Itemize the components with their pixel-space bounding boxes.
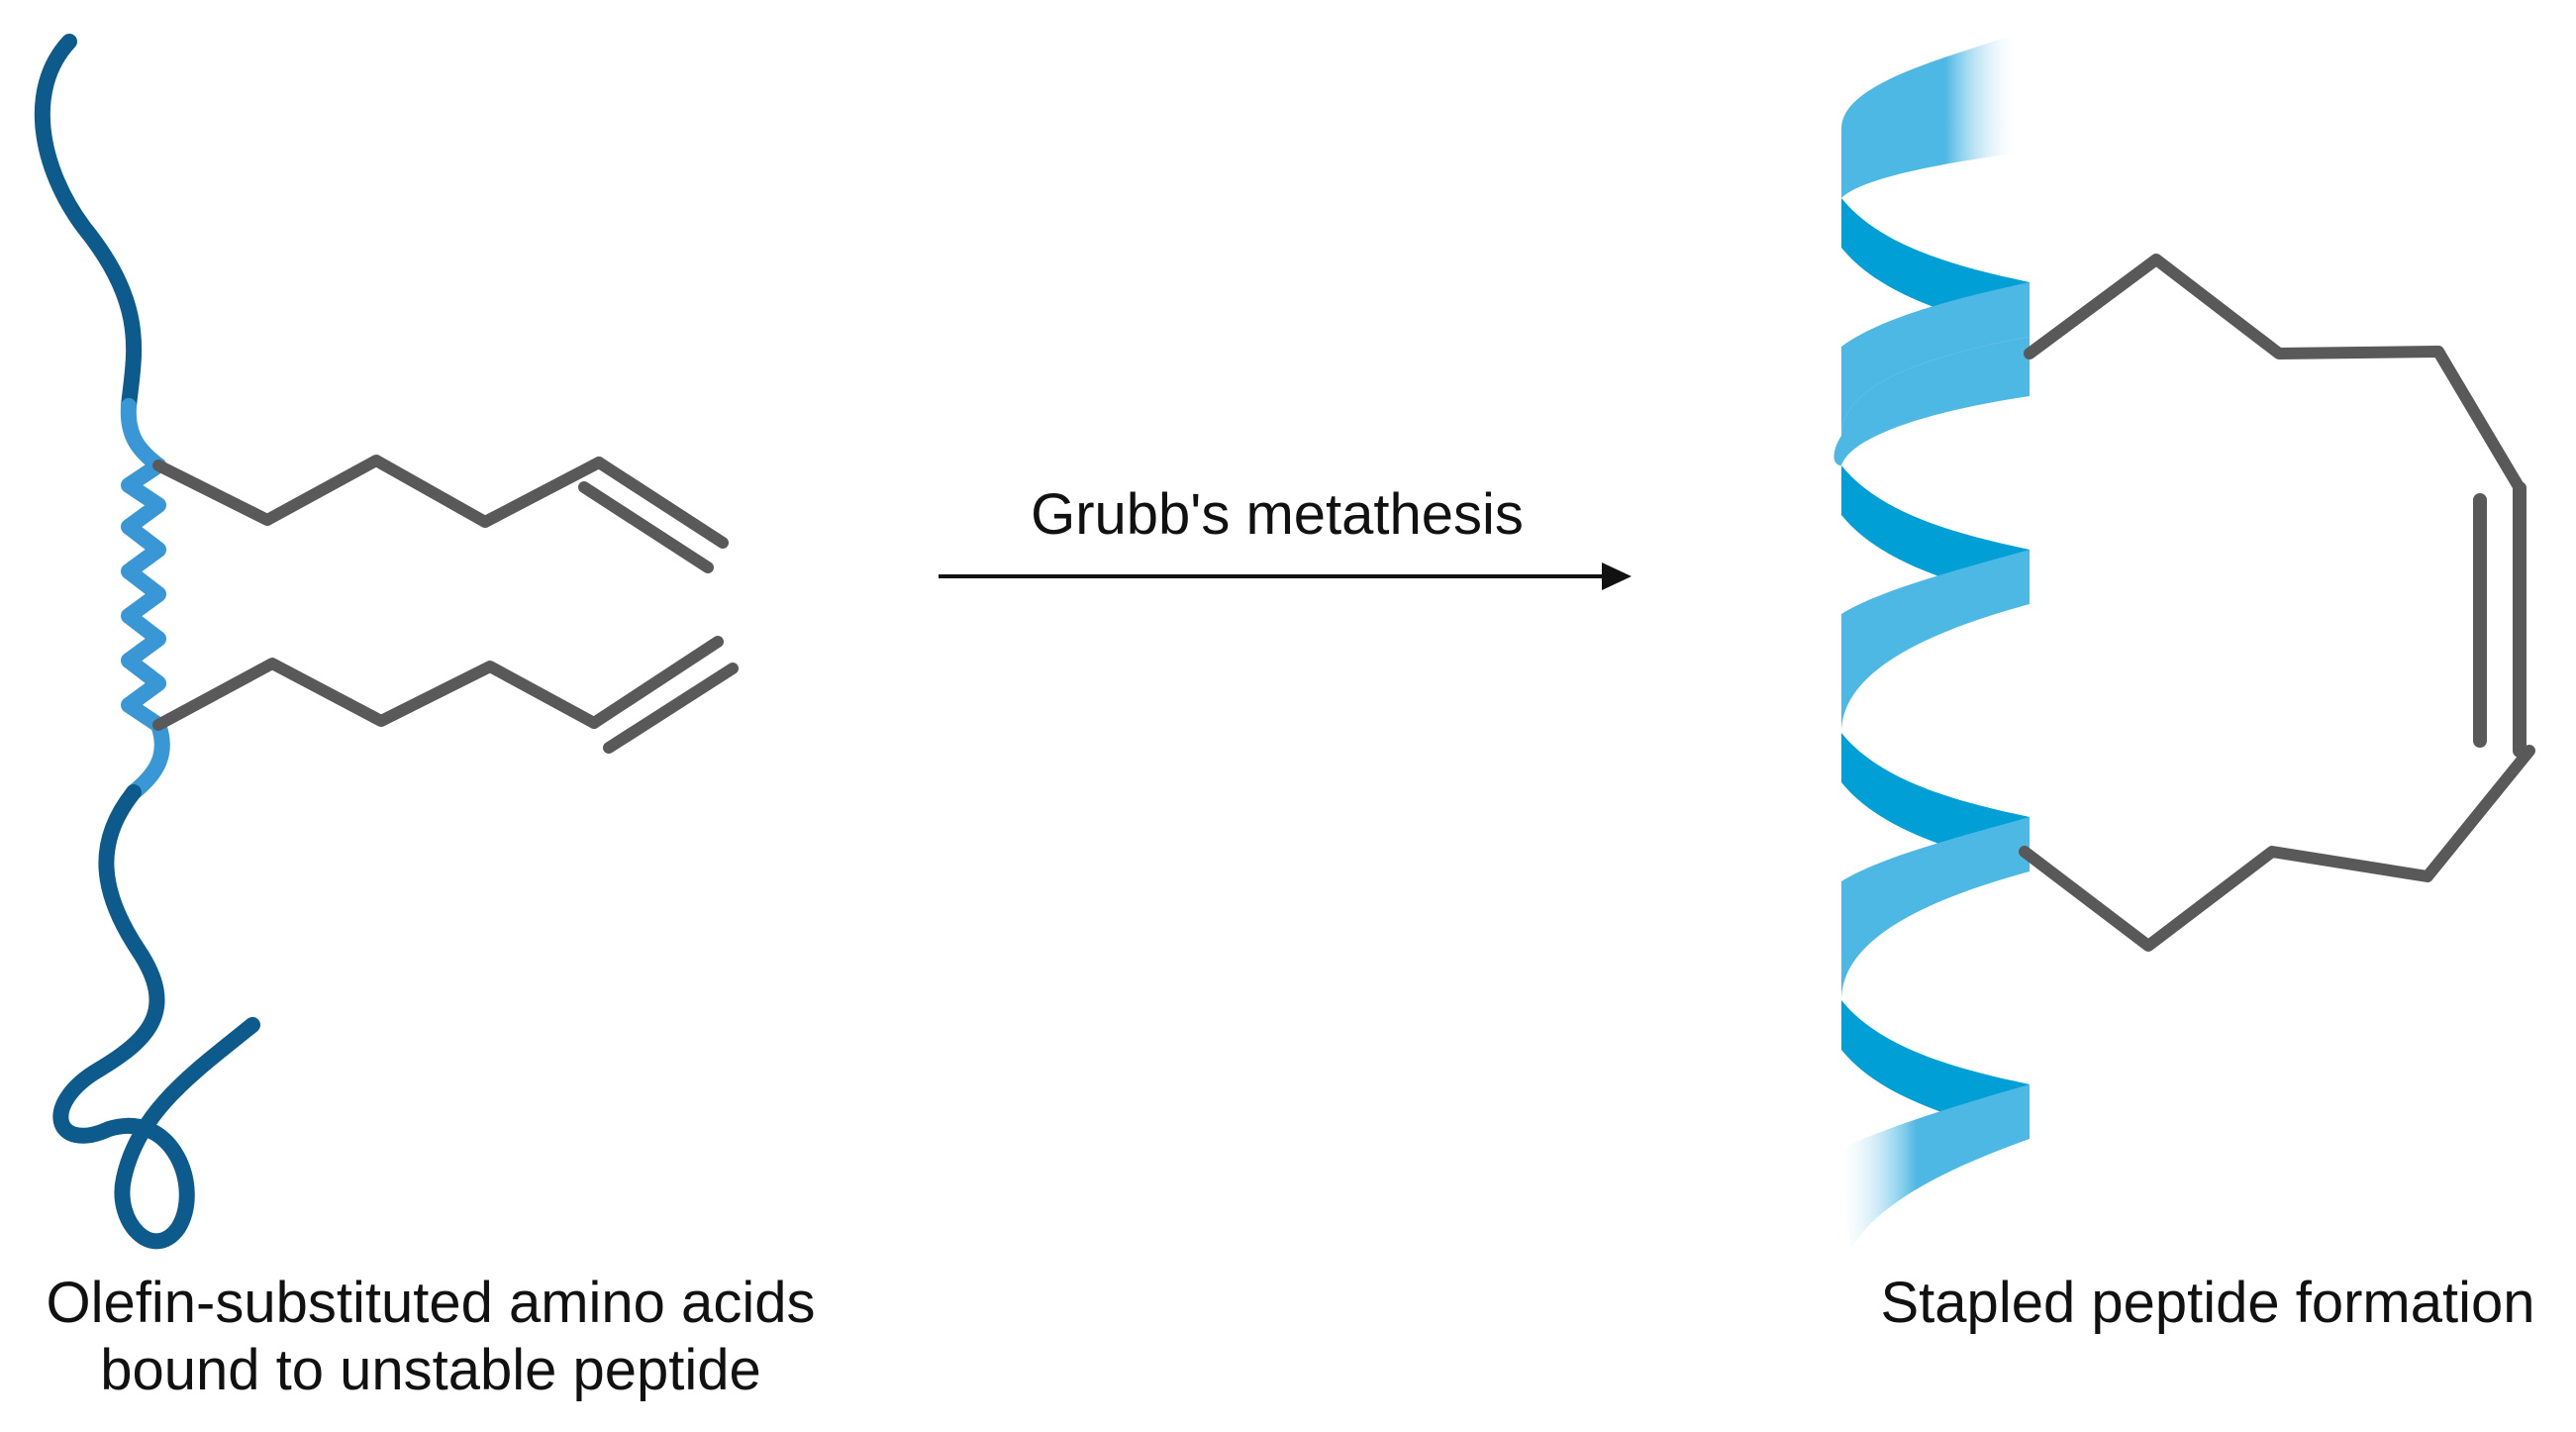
left-caption-line-2: bound to unstable peptide [100, 1338, 761, 1402]
left-caption: Olefin-substituted amino acids bound to … [10, 1270, 851, 1404]
peptide-strand-light-upper [120, 398, 166, 473]
unstable-peptide [34, 34, 260, 1250]
right-caption: Stapled peptide formation [1880, 1271, 2535, 1335]
olefin-side-chain-upper [152, 455, 729, 573]
hydrocarbon-staple [2019, 254, 2535, 952]
reaction-arrow [939, 563, 1632, 590]
peptide-strand-light-lower [126, 717, 170, 800]
peptide-strand-top [34, 34, 143, 414]
arrow-label: Grubb's metathesis [1031, 482, 1524, 547]
helix-front-segment-2 [1841, 515, 2030, 733]
helix-front-segment-top [1841, 35, 2015, 198]
helix-front-segment-1b [1841, 248, 2030, 436]
alpha-helix [1833, 35, 2030, 1248]
peptide-zigzag [121, 458, 166, 733]
olefin-side-chain-lower [152, 636, 739, 754]
peptide-strand-bottom [52, 784, 260, 1250]
left-caption-line-1: Olefin-substituted amino acids [46, 1271, 816, 1335]
helix-front-segment-bottom [1841, 1050, 2030, 1248]
helix-front-segment-3 [1841, 782, 2030, 1000]
helix-front-segment-1 [1833, 337, 2030, 465]
